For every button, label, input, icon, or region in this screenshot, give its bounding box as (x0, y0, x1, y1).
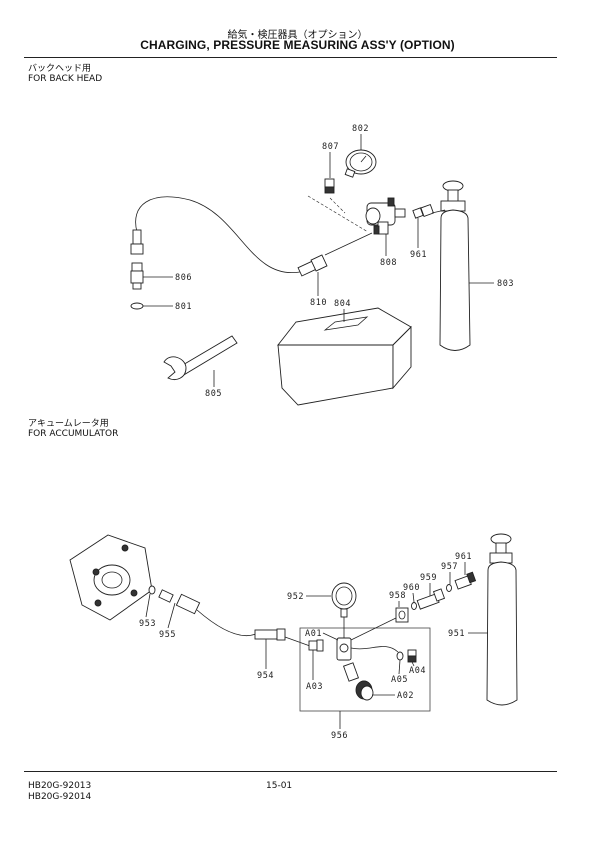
callout-label: 955 (159, 630, 176, 640)
callout-label: 807 (322, 142, 339, 152)
section-label-back-head-en: FOR BACK HEAD (28, 74, 103, 84)
hose-line (196, 609, 257, 637)
gas-cylinder-803 (431, 180, 471, 351)
fitting-961 (412, 203, 434, 219)
back-head-diagram: 802 807 806 801 808 961 803 810 804 805 (130, 124, 514, 406)
callout-label: 953 (139, 619, 156, 629)
callout-label: 808 (380, 258, 397, 268)
callout-label: 803 (497, 279, 514, 289)
section-label-accumulator-jp: アキュームレータ用 (28, 419, 109, 429)
guide-line (307, 195, 369, 233)
callout-label: 959 (420, 573, 437, 583)
section-label-accumulator-en: FOR ACCUMULATOR (28, 429, 119, 439)
callout-label: A02 (397, 691, 414, 701)
callout-label: A05 (391, 675, 408, 685)
hose-fitting-810 (297, 254, 328, 277)
callout-label: 958 (389, 591, 406, 601)
o-ring-960 (411, 602, 417, 610)
callout-label: 802 (352, 124, 369, 134)
section-label-back-head-jp: バックヘッド用 (28, 64, 92, 74)
hose-end-954 (254, 628, 286, 641)
o-ring-957 (446, 584, 452, 592)
nut-958 (395, 607, 409, 623)
o-ring-953 (148, 585, 156, 595)
regulator-808 (365, 197, 406, 235)
fitting-a03 (308, 639, 324, 652)
page-title: CHARGING, PRESSURE MEASURING ASS'Y (OPTI… (140, 38, 455, 52)
adapter-955 (158, 589, 201, 615)
callout-label: 954 (257, 671, 274, 681)
adapter-806 (130, 229, 144, 290)
toolbox-804 (277, 307, 412, 406)
fitting-961-accumulator (454, 571, 477, 590)
header-rule (24, 57, 557, 58)
callout-label: 801 (175, 302, 192, 312)
section-label-back-head: バックヘッド用 FOR BACK HEAD (28, 64, 102, 84)
callout-label: A01 (305, 629, 322, 639)
callout-label: 810 (310, 298, 327, 308)
footer-model-1: HB20G-92013 (28, 781, 92, 791)
callout-label: 957 (441, 562, 458, 572)
callout-label: 806 (175, 273, 192, 283)
o-ring-801 (130, 302, 144, 310)
guide-line (350, 616, 399, 641)
callout-label: 804 (334, 299, 351, 309)
assembly-box-956 (299, 627, 431, 712)
o-ring-a05 (396, 651, 404, 661)
guide-line (350, 646, 399, 653)
page-title-jp: 給気・検圧器具（オプション） (227, 30, 368, 41)
handle-a02 (342, 662, 374, 701)
guide-line (329, 197, 346, 214)
section-label-accumulator: アキュームレータ用 FOR ACCUMULATOR (28, 419, 118, 439)
callout-label: 960 (403, 583, 420, 593)
wrench-805 (163, 335, 238, 380)
pressure-gauge-802 (344, 149, 377, 178)
fitting-a04 (407, 649, 417, 663)
valve-tee-a01 (336, 637, 352, 661)
callout-label: 805 (205, 389, 222, 399)
fitting-959 (416, 588, 446, 610)
footer-models: HB20G-92013 HB20G-92014 (28, 781, 91, 803)
guide-line (324, 232, 373, 256)
callout-label: 951 (448, 629, 465, 639)
callout-label: 961 (410, 250, 427, 260)
callout-label: A04 (409, 666, 426, 676)
footer-rule (24, 771, 557, 772)
nipple-807 (324, 178, 335, 194)
callout-label: 961 (455, 552, 472, 562)
accumulator-body (69, 534, 153, 621)
callout-label: A03 (306, 682, 323, 692)
pressure-gauge-952 (331, 582, 357, 618)
guide-line (284, 636, 311, 647)
gas-cylinder-951 (486, 533, 518, 706)
hose-line (135, 196, 301, 274)
accumulator-diagram: 961 957 959 960 958 952 953 955 951 A01 … (69, 533, 518, 741)
callout-label: 952 (287, 592, 304, 602)
callout-label: 956 (331, 731, 348, 741)
page-number: 15-01 (266, 781, 293, 791)
footer-model-2: HB20G-92014 (28, 792, 92, 802)
